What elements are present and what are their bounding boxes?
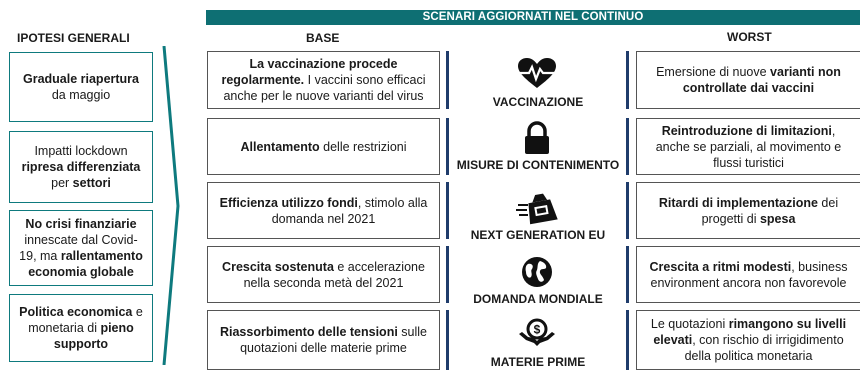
ipotesi-box-1: Graduale riapertura da maggio [9, 52, 153, 122]
bold-text: varianti non controllate dai vaccini [682, 65, 841, 95]
bold-text: Allentamento [240, 139, 320, 154]
base-box-materie: Riassorbimento delle tensioni sulle quot… [207, 310, 440, 370]
bold-text: rimangono su livelli elevati [653, 317, 847, 347]
text-run: sulle quotazioni delle materie prime [240, 325, 427, 355]
svg-text:$: $ [534, 323, 541, 337]
divider [626, 182, 629, 239]
bold-text: spesa [759, 211, 796, 226]
box-text: Allentamento delle restrizioni [240, 139, 406, 155]
text-run: Impatti lockdown [34, 144, 128, 158]
text-run: I vaccini sono efficaci anche per le nuo… [223, 73, 426, 103]
bracket-arrow [162, 46, 180, 365]
label-next-generation-eu: NEXT GENERATION EU [470, 228, 606, 242]
padlock-icon [525, 121, 549, 154]
bold-text: Efficienza utilizzo fondi [219, 195, 358, 210]
text-run: Le quotazioni [650, 317, 729, 331]
bold-text: Politica economica [19, 305, 133, 319]
divider [626, 246, 629, 303]
base-box-next-generation: Efficienza utilizzo fondi, stimolo alla … [207, 182, 440, 239]
worst-box-domanda: Crescita a ritmi modesti, business envir… [636, 246, 860, 303]
box-text: Graduale riapertura da maggio [16, 71, 146, 103]
text-run: da maggio [51, 88, 111, 102]
text-run: innescate dal Covid-19, ma [19, 233, 138, 263]
text-run: , business environment ancora non favore… [650, 259, 848, 290]
globe-icon [522, 257, 552, 287]
text-run: , stimolo alla domanda nel 2021 [271, 195, 428, 226]
box-text: Le quotazioni rimangono su livelli eleva… [643, 316, 854, 364]
divider [626, 310, 629, 370]
base-box-vaccinazione: La vaccinazione procede regolarmente. I … [207, 51, 440, 109]
base-header: BASE [306, 31, 340, 45]
worst-box-materie: Le quotazioni rimangono su livelli eleva… [636, 310, 860, 370]
box-text: Reintroduzione di limitazioni, anche se … [643, 123, 854, 171]
hand-coin-icon: $ [519, 318, 555, 346]
ipotesi-box-2: Impatti lockdown ripresa differenziata p… [9, 131, 153, 203]
divider [446, 182, 449, 239]
text-run: , con rischio di irrigidimento della pol… [684, 333, 844, 363]
base-box-misure: Allentamento delle restrizioni [207, 118, 440, 175]
scenari-banner: SCENARI AGGIORNATI NEL CONTINUO [206, 10, 860, 25]
worst-box-next-generation: Ritardi di implementazione dei progetti … [636, 182, 860, 239]
box-text: La vaccinazione procede regolarmente. I … [214, 56, 433, 104]
bold-text: rallentamento economia globale [28, 249, 143, 279]
label-misure-contenimento: MISURE DI CONTENIMENTO [456, 158, 620, 172]
box-text: Riassorbimento delle tensioni sulle quot… [214, 324, 433, 356]
label-materie-prime: MATERIE PRIME [490, 355, 586, 369]
money-bag-icon [516, 193, 558, 225]
text-run: per [51, 176, 73, 190]
bold-text: Crescita a ritmi modesti [649, 259, 792, 274]
box-text: No crisi finanziarie innescate dal Covid… [16, 216, 146, 280]
text-run: Emersione di nuove [656, 65, 771, 79]
text-run: dei progetti di [701, 195, 839, 226]
divider [446, 310, 449, 370]
box-text: Ritardi di implementazione dei progetti … [643, 195, 854, 227]
text-run: , anche se parziali, al movimento e flus… [655, 123, 842, 170]
worst-box-misure: Reintroduzione di limitazioni, anche se … [636, 118, 860, 175]
base-box-domanda: Crescita sostenuta e accelerazione nella… [207, 246, 440, 303]
ipotesi-box-4: Politica economica e monetaria di pieno … [9, 294, 153, 362]
box-text: Crescita a ritmi modesti, business envir… [643, 259, 854, 291]
text-run: delle restrizioni [319, 139, 407, 154]
bold-text: La vaccinazione procede regolarmente. [221, 57, 398, 87]
ipotesi-header: IPOTESI GENERALI [17, 31, 130, 45]
box-text: Emersione di nuove varianti non controll… [643, 64, 854, 96]
ipotesi-box-3: No crisi finanziarie innescate dal Covid… [9, 210, 153, 286]
bold-text: No crisi finanziarie [25, 217, 137, 231]
bold-text: Riassorbimento delle tensioni [219, 325, 398, 339]
divider [626, 118, 629, 175]
bold-text: settori [72, 176, 111, 190]
worst-header: WORST [727, 30, 772, 44]
label-vaccinazione: VACCINAZIONE [492, 95, 584, 109]
bold-text: Ritardi di implementazione [658, 195, 818, 210]
heart-pulse-icon [518, 58, 556, 88]
box-text: Efficienza utilizzo fondi, stimolo alla … [214, 195, 433, 227]
bold-text: Crescita sostenuta [222, 259, 334, 274]
box-text: Crescita sostenuta e accelerazione nella… [214, 259, 433, 291]
worst-box-vaccinazione: Emersione di nuove varianti non controll… [636, 51, 860, 109]
bold-text: pieno supporto [53, 321, 134, 351]
bold-text: ripresa differenziata [21, 160, 141, 174]
divider [446, 118, 449, 175]
divider [446, 51, 449, 109]
bold-text: Graduale riapertura [22, 72, 139, 86]
box-text: Politica economica e monetaria di pieno … [16, 304, 146, 352]
text-run: e accelerazione nella seconda metà del 2… [243, 259, 425, 290]
box-text: Impatti lockdown ripresa differenziata p… [16, 143, 146, 191]
divider [626, 51, 629, 109]
label-domanda-mondiale: DOMANDA MONDIALE [473, 292, 603, 306]
bold-text: Reintroduzione di limitazioni [661, 123, 832, 138]
divider [446, 246, 449, 303]
text-run: e monetaria di [28, 305, 143, 335]
